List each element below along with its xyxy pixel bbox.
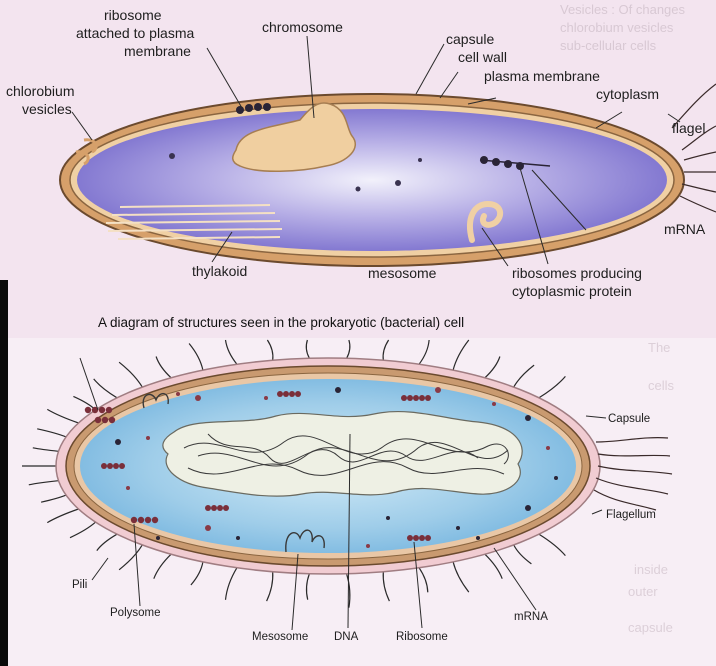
flagellum-strands-bottom (594, 438, 672, 510)
svg-text:sub-cellular cells: sub-cellular cells (560, 38, 657, 53)
label-mesosome-top: mesosome (368, 265, 437, 281)
label-ribosome-attached-3: membrane (124, 43, 191, 59)
pilus (383, 572, 389, 601)
pilus (419, 568, 428, 593)
label-capsule: capsule (446, 31, 494, 47)
svg-text:outer: outer (628, 584, 658, 599)
svg-text:The: The (648, 340, 670, 355)
pilus (41, 495, 66, 502)
label-pili: Pili (72, 579, 87, 591)
label-chlorobium-1: chlorobium (6, 83, 74, 99)
pilus (419, 340, 429, 364)
granule (435, 387, 441, 393)
flagellum-strands (680, 126, 716, 212)
pilus (154, 554, 171, 579)
pilus (29, 481, 59, 485)
label-chromosome: chromosome (262, 19, 343, 35)
svg-text:capsule: capsule (628, 620, 673, 635)
label-thylakoid: thylakoid (192, 263, 247, 279)
granule (195, 395, 201, 401)
bottom-diagram-svg: The cells inside outer capsule (8, 338, 716, 666)
label-cell-wall: cell wall (458, 49, 507, 65)
pilus (189, 344, 203, 371)
pilus (347, 340, 350, 358)
pilus (383, 340, 389, 360)
pilus (453, 340, 469, 370)
pilus (47, 509, 78, 523)
granule (525, 415, 531, 421)
svg-text:inside: inside (634, 562, 668, 577)
pilus (119, 362, 142, 387)
top-caption: A diagram of structures seen in the prok… (98, 315, 464, 330)
pilus (514, 545, 532, 564)
pilus (306, 574, 309, 600)
pilus (70, 522, 96, 538)
pilus (514, 365, 534, 387)
label-polysome: Polysome (110, 607, 161, 619)
label-mesosome-bottom: Mesosome (252, 631, 308, 643)
label-chlorobium-2: vesicles (22, 101, 72, 117)
pilus (226, 568, 237, 600)
label-flagellum-bottom: Flagellum (606, 509, 656, 521)
label-flagellum: flagel (672, 120, 705, 136)
granule (156, 536, 160, 540)
label-ribosomes-producing-1: ribosomes producing (512, 265, 642, 281)
pilus (191, 562, 203, 585)
pilus (485, 554, 502, 579)
pilus (37, 429, 66, 437)
pilus (306, 340, 309, 358)
granule (115, 439, 121, 445)
svg-text:Vesicles : Of changes: Vesicles : Of changes (560, 2, 686, 17)
granule (366, 544, 370, 548)
label-mrna-top: mRNA (664, 221, 706, 237)
granule (176, 392, 180, 396)
pilus (539, 376, 565, 397)
granule (236, 536, 240, 540)
granule (554, 476, 558, 480)
pilus (97, 534, 117, 550)
label-mrna-bottom: mRNA (514, 611, 548, 623)
granule (146, 436, 150, 440)
label-plasma-membrane: plasma membrane (484, 68, 600, 84)
pilus (539, 534, 565, 555)
top-prokaryote-diagram: Vesicles : Of changes chlorobium vesicle… (0, 0, 716, 338)
granule (546, 446, 550, 450)
pilus (73, 396, 95, 410)
label-cytoplasm: cytoplasm (596, 86, 659, 102)
granule (525, 505, 531, 511)
pilus (47, 409, 78, 423)
pilus (33, 448, 59, 452)
svg-text:chlorobium vesicles: chlorobium vesicles (560, 20, 674, 35)
pilus (94, 379, 117, 398)
pilus (119, 545, 142, 570)
ghost-page-text: Vesicles : Of changes chlorobium vesicle… (560, 2, 686, 53)
granule (476, 536, 480, 540)
pilus (156, 357, 171, 378)
granule (126, 486, 130, 490)
granule (205, 525, 211, 531)
label-dna: DNA (334, 631, 359, 643)
granule (386, 516, 390, 520)
label-ribosome-attached-2: attached to plasma (76, 25, 195, 41)
pilus (267, 340, 273, 360)
label-capsule-bottom: Capsule (608, 413, 650, 425)
pilus (485, 357, 500, 378)
granule (492, 402, 496, 406)
pilus (453, 562, 469, 592)
bottom-bacterial-cell-diagram: The cells inside outer capsule (8, 338, 716, 666)
svg-text:cells: cells (648, 378, 675, 393)
top-diagram-svg: Vesicles : Of changes chlorobium vesicle… (0, 0, 716, 338)
pilus (226, 340, 237, 364)
left-scan-edge (0, 280, 8, 666)
granule (264, 396, 268, 400)
granule (456, 526, 460, 530)
label-ribosome-bottom: Ribosome (396, 631, 448, 643)
label-ribosomes-producing-2: cytoplasmic protein (512, 283, 632, 299)
pilus (267, 572, 273, 601)
label-ribosome-attached-1: ribosome (104, 7, 162, 23)
granule (335, 387, 341, 393)
